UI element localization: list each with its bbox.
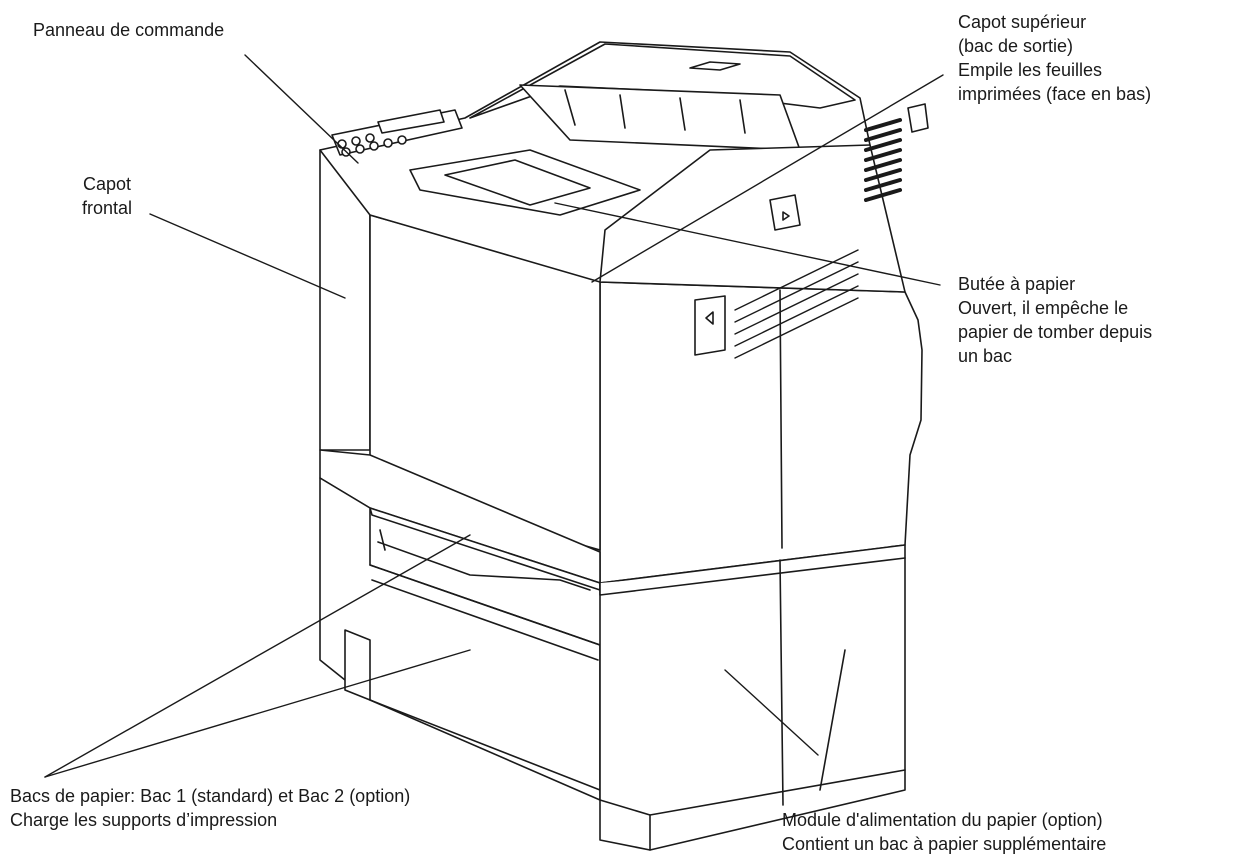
label-front-cover: Capot frontal [82, 174, 133, 218]
leader-feeder-module [724, 669, 819, 756]
leader-control-panel [244, 54, 359, 164]
tray-1 [319, 449, 601, 591]
leader-lines [44, 54, 944, 778]
leader-front-cover [149, 213, 346, 299]
leader-top-cover [591, 74, 944, 283]
leader-paper-stop [554, 202, 941, 286]
leader-tray-2 [44, 649, 471, 778]
label-feeder-module: Module d'alimentation du papier (option)… [782, 810, 1107, 854]
label-paper-stop: Butée à papier Ouvert, il empêche le pap… [958, 274, 1153, 366]
label-control-panel: Panneau de commande [33, 20, 225, 40]
leader-tray-1 [44, 534, 471, 778]
label-top-cover: Capot supérieur (bac de sortie) Empile l… [958, 12, 1152, 104]
label-paper-trays: Bacs de papier: Bac 1 (standard) et Bac … [10, 786, 411, 830]
feeder-module [599, 544, 906, 851]
printer-body [319, 41, 929, 584]
